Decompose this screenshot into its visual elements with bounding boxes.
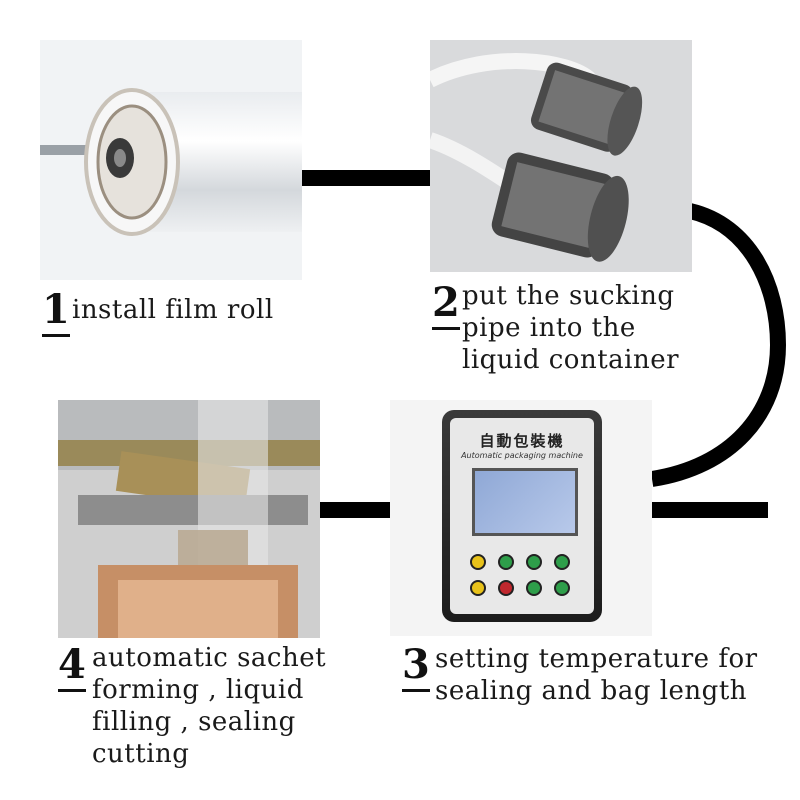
step-4-number: 4 <box>58 645 86 692</box>
sucking-pipe-photo <box>430 40 692 272</box>
panel-button-3 <box>526 554 542 570</box>
panel-button-6 <box>498 580 514 596</box>
sealing-machine-photo <box>58 400 320 638</box>
device-title-cn: 自動包裝機 <box>479 432 565 450</box>
step-3-text: setting temperature for sealing and bag … <box>435 644 758 706</box>
panel-button-5 <box>470 580 486 596</box>
control-panel-device: 自動包裝機 Automatic packaging machine <box>442 410 602 622</box>
panel-button-7 <box>526 580 542 596</box>
connector-arc-2-3 <box>650 203 787 487</box>
panel-button-1 <box>470 554 486 570</box>
step-4-text: automatic sachet forming , liquid fillin… <box>92 643 327 769</box>
step-2-text: put the sucking pipe into the liquid con… <box>462 281 680 375</box>
step-2-number: 2 <box>432 283 460 330</box>
connector-line-3-right <box>652 502 768 518</box>
lcd-screen <box>472 468 578 536</box>
connector-line-1-2 <box>298 170 432 186</box>
device-title-en: Automatic packaging machine <box>461 451 583 460</box>
step-1-number: 1 <box>42 290 70 337</box>
panel-button-4 <box>554 554 570 570</box>
panel-button-8 <box>554 580 570 596</box>
control-panel-face: 自動包裝機 Automatic packaging machine <box>450 418 594 614</box>
step-3-number: 3 <box>402 645 430 692</box>
film-roll-photo <box>40 40 302 280</box>
panel-button-2 <box>498 554 514 570</box>
control-panel-photo: 自動包裝機 Automatic packaging machine <box>390 400 652 636</box>
connector-line-3-4 <box>318 502 398 518</box>
step-1-text: install film roll <box>72 295 274 325</box>
